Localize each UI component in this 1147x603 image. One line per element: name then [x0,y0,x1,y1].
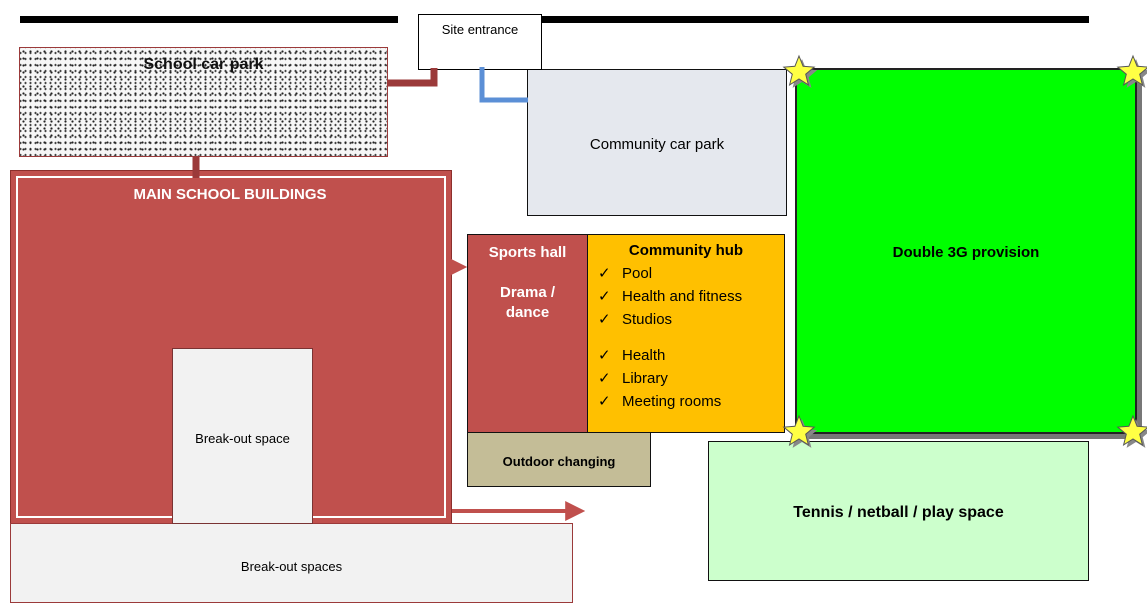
sports-hall-label: Sports hall [488,244,567,261]
school-car-park[interactable]: School car park [19,47,388,157]
drama-dance-label: Drama / dance [468,283,587,323]
main-school-title: MAIN SCHOOL BUILDINGS [133,186,327,203]
community-car-park[interactable]: Community car park [527,69,787,216]
breakout-space-label: Break-out space [195,431,290,446]
hub-item: ✓ Health [598,344,784,367]
road-left [20,16,398,23]
school-car-park-label: School car park [143,56,264,73]
hub-item-label: Meeting rooms [622,393,722,410]
floodlight-star-icon [1116,414,1147,446]
check-icon: ✓ [598,265,611,282]
site-entrance[interactable]: Site entrance [418,14,542,70]
tennis-label: Tennis / netball / play space [793,504,1004,521]
hub-item-label: Studios [622,311,673,328]
floodlight-star-icon [782,54,816,86]
check-icon: ✓ [598,393,611,410]
site-entrance-label: Site entrance [441,22,519,37]
outdoor-changing[interactable]: Outdoor changing [467,432,651,487]
hub-item-label: Health and fitness [622,288,743,305]
hub-item-label: Library [622,370,668,387]
community-hub-title: Community hub [628,242,744,259]
hub-item: ✓ Library [598,367,784,390]
floodlight-star-icon [782,414,816,446]
check-icon: ✓ [598,347,611,364]
double-3g-pitch[interactable]: Double 3G provision [795,68,1137,434]
breakout-space[interactable]: Break-out space [172,348,313,524]
hub-item: ✓ Pool [598,262,784,285]
hub-item-label: Pool [622,265,653,282]
community-access-path [479,67,528,103]
floodlight-star-icon [1116,54,1147,86]
hub-item: ✓ Meeting rooms [598,390,784,413]
drama-line2: dance [505,304,550,321]
check-icon: ✓ [598,370,611,387]
outdoor-changing-label: Outdoor changing [502,454,616,469]
hub-item-label: Health [622,347,666,364]
drama-line1: Drama / [499,284,556,301]
double-3g-label: Double 3G provision [892,244,1040,261]
hub-item: ✓ Studios [598,308,784,331]
school-access-path [388,68,438,87]
breakout-spaces-label: Break-out spaces [240,559,343,574]
check-icon: ✓ [598,311,611,328]
community-hub[interactable]: Community hub ✓Pool ✓Health and fitness … [587,234,785,433]
hub-item: ✓ Health and fitness [598,285,784,308]
community-car-park-label: Community car park [589,136,725,153]
road-right [541,16,1089,23]
check-icon: ✓ [598,288,611,305]
tennis-netball-play-space[interactable]: Tennis / netball / play space [708,441,1089,581]
